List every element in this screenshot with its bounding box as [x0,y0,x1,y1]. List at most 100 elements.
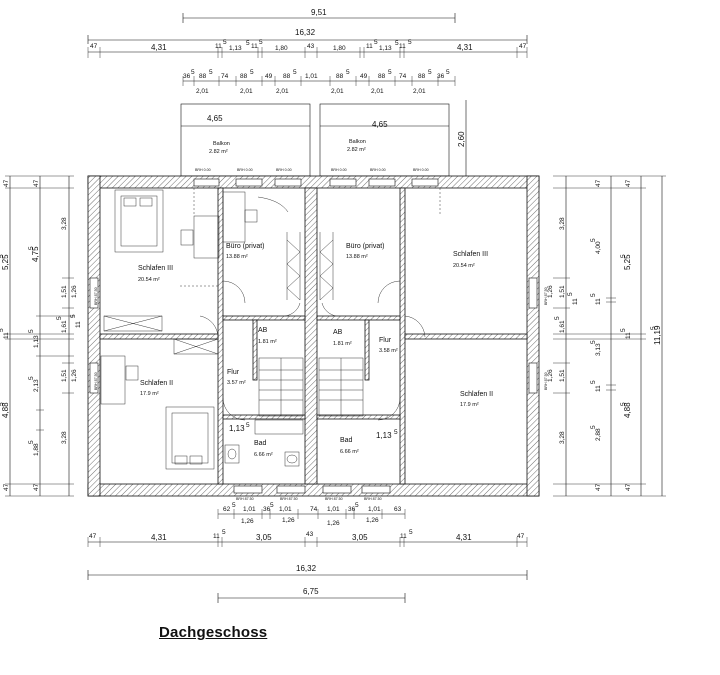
svg-text:43: 43 [306,531,314,538]
svg-text:47: 47 [595,179,602,187]
svg-text:5: 5 [28,329,35,333]
svg-text:5: 5 [346,69,350,76]
svg-text:20.54 m²: 20.54 m² [453,263,475,269]
svg-text:49: 49 [265,73,273,80]
svg-text:5: 5 [620,254,627,258]
svg-text:5: 5 [408,39,412,46]
svg-text:2,01: 2,01 [196,88,209,95]
svg-text:4,31: 4,31 [456,533,472,542]
svg-text:1,13: 1,13 [229,424,245,433]
svg-text:11: 11 [366,43,373,50]
svg-text:11: 11 [399,43,406,50]
balconies: 4,65 4,65 2,60 Balkon 2.82 m² Balkon 2.8… [180,100,467,177]
svg-text:5: 5 [191,69,195,76]
svg-text:88: 88 [283,73,291,80]
svg-text:1,01: 1,01 [368,506,381,513]
svg-text:47: 47 [90,43,98,50]
bottom-windows: BRH 87.50 BRH 87.50 BRH 87.50 BRH 87.50 [233,485,391,501]
svg-text:3,05: 3,05 [352,533,368,542]
svg-text:88: 88 [336,73,344,80]
svg-text:3.57 m²: 3.57 m² [227,380,246,386]
svg-text:BRH 87.50: BRH 87.50 [325,497,343,501]
svg-text:1,51: 1,51 [559,285,566,298]
svg-text:3.58 m²: 3.58 m² [379,348,398,354]
balcony-right-width: 4,65 [372,120,388,129]
room-balkon-right: Balkon [349,139,366,145]
svg-text:BRH 87.50: BRH 87.50 [544,372,548,390]
svg-text:17.9 m²: 17.9 m² [140,391,159,397]
svg-text:43: 43 [307,43,315,50]
svg-text:36: 36 [348,506,356,513]
svg-text:2,01: 2,01 [276,88,289,95]
svg-text:4,88: 4,88 [1,402,10,418]
svg-text:1.81 m²: 1.81 m² [333,341,352,347]
dim-right-overall: 11,19 [653,325,662,345]
svg-text:11: 11 [251,43,258,50]
top-windows: BRH 0.00 BRH 0.00 BRH 0.00 BRH 0.00 BRH … [193,168,439,187]
svg-text:13.88 m²: 13.88 m² [226,254,248,260]
svg-text:2,01: 2,01 [413,88,426,95]
side-windows: BRH 87.50 BRH 87.50 BRH 87.50 BRH 87.50 [89,277,548,394]
svg-text:4,31: 4,31 [457,43,473,52]
svg-text:5: 5 [394,429,398,436]
svg-text:62: 62 [223,506,231,513]
svg-text:5: 5 [409,529,413,536]
svg-text:1,51: 1,51 [61,369,68,382]
svg-text:47: 47 [595,483,602,491]
svg-text:1.81 m²: 1.81 m² [258,339,277,345]
balcony-depth: 2,60 [457,131,466,147]
room-ab-right: AB [333,329,343,336]
svg-text:11: 11 [213,533,220,540]
svg-text:2,01: 2,01 [240,88,253,95]
svg-text:BRH 87.50: BRH 87.50 [364,497,382,501]
room-ab-left: AB [258,327,268,334]
svg-text:BRH 0.00: BRH 0.00 [370,168,386,172]
svg-text:5: 5 [395,40,399,47]
svg-text:BRH 87.50: BRH 87.50 [236,497,254,501]
svg-text:11: 11 [572,298,579,305]
svg-text:5: 5 [374,39,378,46]
svg-text:4,88: 4,88 [623,402,632,418]
svg-text:BRH 87.50: BRH 87.50 [94,372,98,390]
svg-text:5: 5 [554,316,561,320]
svg-text:11: 11 [215,43,222,50]
left-dimensions: 47 5,25 5 11 5 4,88 5 47 47 4,75 5 1,13 … [0,175,82,497]
svg-text:88: 88 [240,73,248,80]
svg-text:5: 5 [0,402,5,406]
furniture [100,188,441,470]
room-schlafen-ii-left: Schlafen II [140,380,173,387]
svg-text:5: 5 [590,425,597,429]
svg-text:5: 5 [446,69,450,76]
svg-text:1,80: 1,80 [275,45,288,52]
svg-text:47: 47 [519,43,527,50]
room-balkon-left: Balkon [213,141,230,147]
svg-text:2.82 m²: 2.82 m² [347,147,366,153]
balcony-left-width: 4,65 [207,114,223,123]
svg-text:20.54 m²: 20.54 m² [138,277,160,283]
svg-text:5: 5 [28,376,35,380]
svg-text:47: 47 [33,483,40,491]
room-flur-left: Flur [227,369,240,376]
room-schlafen-iii-right: Schlafen III [453,251,488,258]
svg-text:3,13: 3,13 [595,343,602,356]
svg-text:4,00: 4,00 [595,241,602,254]
svg-text:5,25: 5,25 [623,254,632,270]
svg-text:5: 5 [293,69,297,76]
svg-text:1,26: 1,26 [71,369,78,382]
svg-text:11: 11 [75,321,82,328]
svg-text:1,01: 1,01 [243,506,256,513]
svg-text:BRH 87.50: BRH 87.50 [280,497,298,501]
room-labels: Schlafen III 20.54 m² Büro (privat) 13.8… [138,243,493,458]
svg-text:1,13: 1,13 [229,45,242,52]
svg-text:74: 74 [221,73,229,80]
svg-text:6.66 m²: 6.66 m² [254,452,273,458]
svg-text:5: 5 [355,502,359,509]
svg-text:11: 11 [400,533,407,540]
svg-text:1,51: 1,51 [61,285,68,298]
svg-text:5: 5 [250,69,254,76]
svg-text:13.88 m²: 13.88 m² [346,254,368,260]
svg-text:BRH 87.50: BRH 87.50 [94,287,98,305]
svg-text:2,01: 2,01 [371,88,384,95]
svg-text:4,75: 4,75 [31,246,40,262]
svg-text:17.9 m²: 17.9 m² [460,402,479,408]
